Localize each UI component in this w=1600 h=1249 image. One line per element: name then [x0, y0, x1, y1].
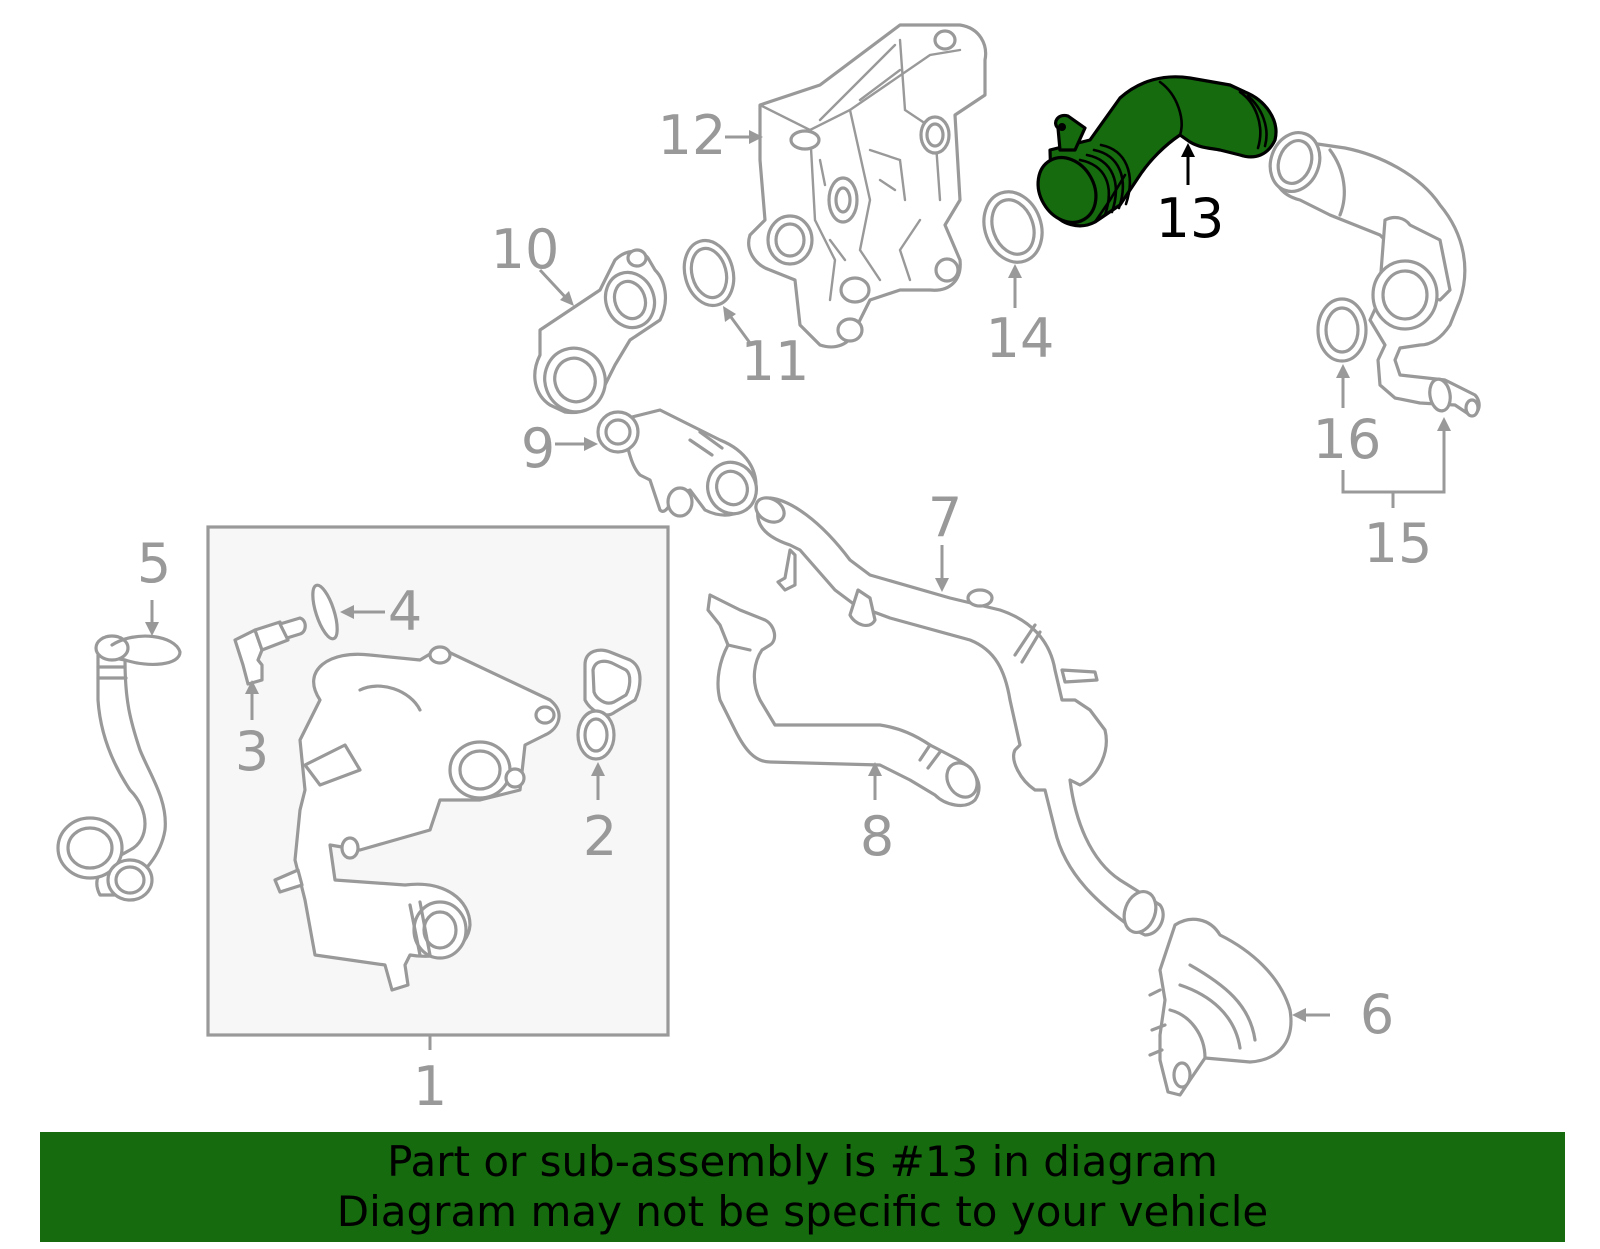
callout-9: 9 — [521, 417, 555, 480]
callout-13: 13 — [1156, 187, 1225, 250]
part-9-pipe-connector[interactable] — [596, 408, 765, 522]
part-11-o-ring[interactable] — [677, 235, 740, 311]
part-13-coolant-hose[interactable] — [1027, 75, 1278, 233]
callout-4: 4 — [388, 580, 422, 643]
leader-lines — [145, 130, 1451, 1050]
banner-line-2: Diagram may not be specific to your vehi… — [336, 1187, 1269, 1236]
callout-11: 11 — [741, 330, 810, 393]
part-5-hose[interactable] — [56, 634, 182, 902]
part-14-o-ring[interactable] — [974, 184, 1051, 271]
part-1-thermostat-housing[interactable] — [273, 645, 561, 992]
callout-labels: 1 2 3 4 5 6 7 8 9 10 11 12 13 14 15 16 — [137, 104, 1433, 1118]
callout-16: 16 — [1313, 408, 1382, 471]
part-6-elbow-connector[interactable] — [1148, 917, 1293, 1097]
part-8-hose[interactable] — [706, 593, 983, 808]
part-10-elbow-pipe[interactable] — [533, 248, 668, 420]
part-2-gasket[interactable] — [576, 648, 642, 761]
callout-12: 12 — [658, 104, 727, 167]
banner-line-1: Part or sub-assembly is #13 in diagram — [387, 1137, 1218, 1186]
callout-10: 10 — [491, 218, 560, 281]
callout-7: 7 — [928, 486, 962, 549]
callout-8: 8 — [860, 805, 894, 868]
callout-6: 6 — [1360, 983, 1394, 1046]
part-12-housing-bracket[interactable] — [747, 23, 988, 349]
part-16-o-ring[interactable] — [1316, 297, 1368, 363]
callout-5: 5 — [137, 532, 171, 595]
callout-14: 14 — [986, 307, 1055, 370]
info-banner: Part or sub-assembly is #13 in diagram D… — [40, 1132, 1565, 1242]
part-3-sensor[interactable] — [233, 616, 307, 686]
part-4-o-ring[interactable] — [308, 583, 342, 642]
callout-2: 2 — [583, 805, 617, 868]
part-15-pipe-assembly[interactable] — [1262, 126, 1481, 418]
callout-15: 15 — [1364, 512, 1433, 575]
callout-3: 3 — [235, 720, 269, 783]
callout-1: 1 — [413, 1055, 447, 1118]
part-7-coolant-pipe[interactable] — [752, 493, 1165, 937]
